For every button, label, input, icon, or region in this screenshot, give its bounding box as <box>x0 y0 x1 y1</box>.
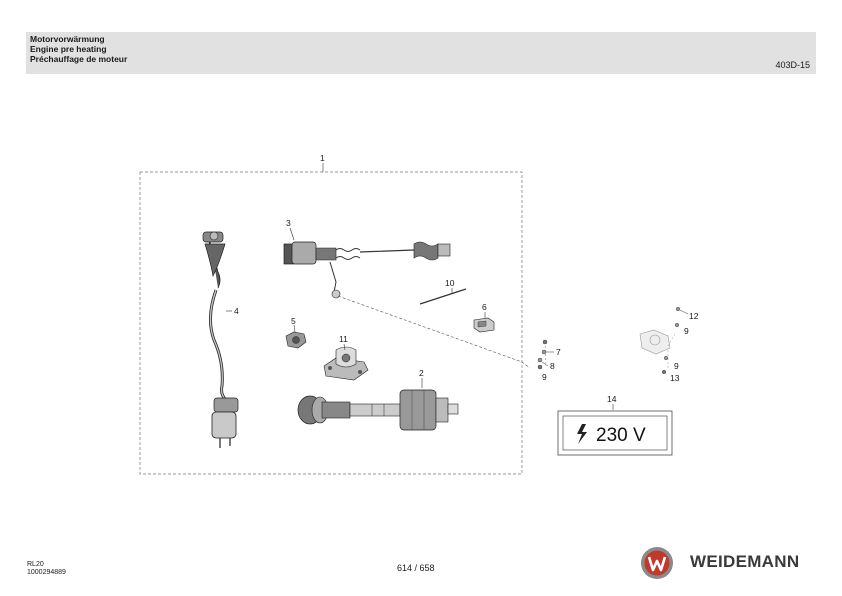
callout-9-right-bottom: 9 <box>674 361 679 371</box>
socket-housing-part <box>639 307 681 375</box>
part-number: 1000294889 <box>27 569 66 576</box>
bracket-part <box>323 346 369 381</box>
callout-6: 6 <box>482 302 487 312</box>
callout-2: 2 <box>419 368 424 378</box>
lightning-icon <box>577 424 587 444</box>
model-name: RL20 <box>27 561 44 568</box>
callout-5: 5 <box>291 316 296 326</box>
callout-4: 4 <box>234 306 239 316</box>
weidemann-logo-icon <box>641 547 673 579</box>
assembly-outline <box>139 171 523 475</box>
socket-cable-part <box>283 241 451 299</box>
ground-wire-path <box>337 295 531 369</box>
callout-13: 13 <box>670 373 680 383</box>
callout-9-right-top: 9 <box>684 326 689 336</box>
callout-10: 10 <box>445 278 455 288</box>
rod-part <box>419 288 467 305</box>
nut-part <box>285 331 307 349</box>
power-cord-part <box>202 231 239 448</box>
clip-part <box>473 317 495 333</box>
fastener-stack-left <box>537 339 548 370</box>
heater-element-part <box>297 389 459 431</box>
callout-1: 1 <box>320 153 325 163</box>
callout-7: 7 <box>556 347 561 357</box>
header-bar: Motorvorwärmung Engine pre heating Préch… <box>26 32 816 74</box>
callout-9-left: 9 <box>542 372 547 382</box>
title-german: Motorvorwärmung <box>30 34 105 44</box>
callout-3: 3 <box>286 218 291 228</box>
callout-11: 11 <box>339 334 348 344</box>
footer-model-info: RL20 1000294889 <box>27 561 66 577</box>
section-code: 403D-15 <box>775 60 810 70</box>
brand-name: WEIDEMANN <box>690 552 800 571</box>
page-number: 614 / 658 <box>397 563 435 573</box>
title-french: Préchauffage de moteur <box>30 54 128 64</box>
callout-8: 8 <box>550 361 555 371</box>
callout-12: 12 <box>689 311 699 321</box>
callout-14: 14 <box>607 394 617 404</box>
voltage-label: 230 V <box>596 425 646 446</box>
title-english: Engine pre heating <box>30 44 107 54</box>
